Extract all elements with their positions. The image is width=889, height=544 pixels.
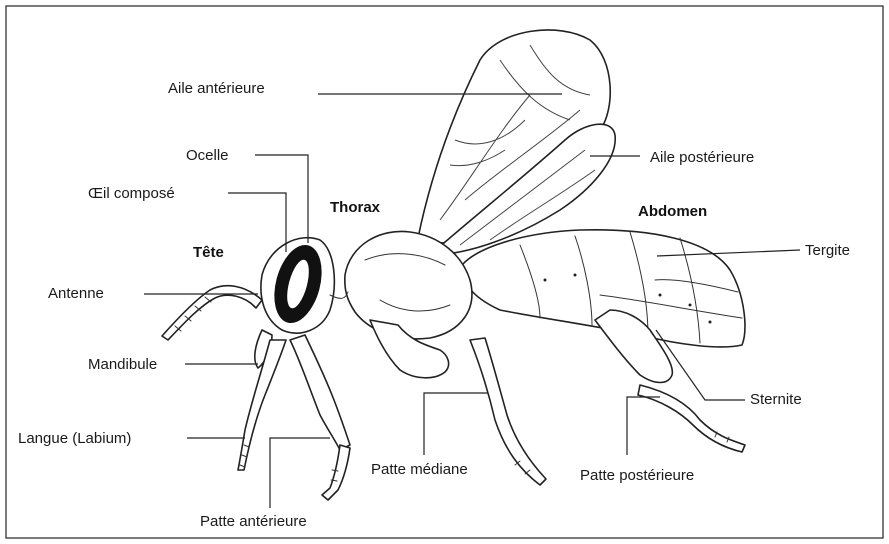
label-patte-posterieure: Patte postérieure [580,467,694,484]
label-tete: Tête [193,244,224,261]
bee-illustration [162,30,745,500]
label-antenne: Antenne [48,285,104,302]
label-patte-mediane: Patte médiane [371,461,468,478]
label-oeil-compose: Œil composé [88,185,175,202]
label-sternite: Sternite [750,391,802,408]
label-langue: Langue (Labium) [18,430,131,447]
label-mandibule: Mandibule [88,356,157,373]
label-patte-anterieure: Patte antérieure [200,513,307,530]
mouthparts [238,330,286,470]
head-body [261,238,348,333]
front-leg [290,335,350,500]
label-thorax: Thorax [330,199,381,216]
label-aile-anterieure: Aile antérieure [168,80,265,97]
label-tergite: Tergite [805,242,850,259]
label-abdomen: Abdomen [638,203,707,220]
label-aile-posterieure: Aile postérieure [650,149,754,166]
label-ocelle: Ocelle [186,147,229,164]
